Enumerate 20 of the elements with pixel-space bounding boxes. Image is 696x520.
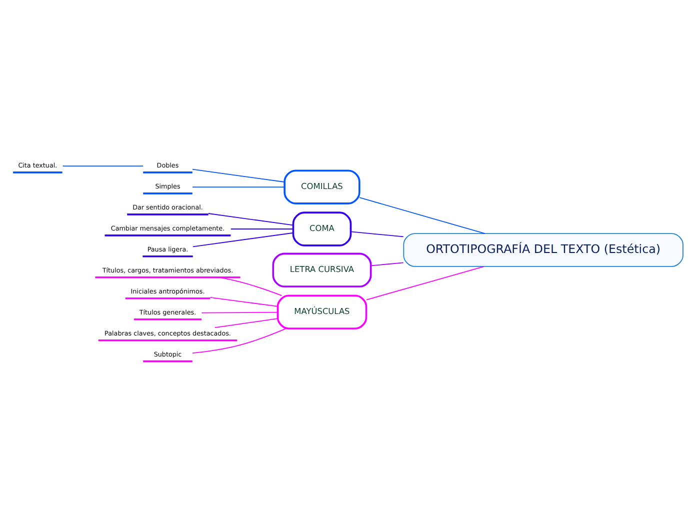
connector	[208, 212, 294, 226]
connector	[230, 228, 294, 229]
connector	[210, 296, 278, 306]
connector	[192, 232, 294, 247]
connector	[366, 266, 485, 300]
node-box: ORTOTIPOGRAFÍA DEL TEXTO (Estética)	[403, 232, 684, 266]
connector	[350, 230, 404, 237]
node-box: LETRA CURSIVA	[272, 252, 372, 287]
node-box: COMILLAS	[284, 169, 360, 204]
connector	[214, 318, 278, 328]
connector	[359, 196, 486, 234]
node-box: MAYÚSCULAS	[276, 294, 368, 329]
connector	[370, 262, 404, 266]
connector	[192, 168, 286, 182]
connector	[192, 328, 286, 354]
connector	[218, 276, 282, 296]
connector	[62, 165, 144, 166]
node-box: COMA	[292, 211, 352, 246]
connector	[201, 311, 278, 313]
connector	[192, 186, 286, 187]
